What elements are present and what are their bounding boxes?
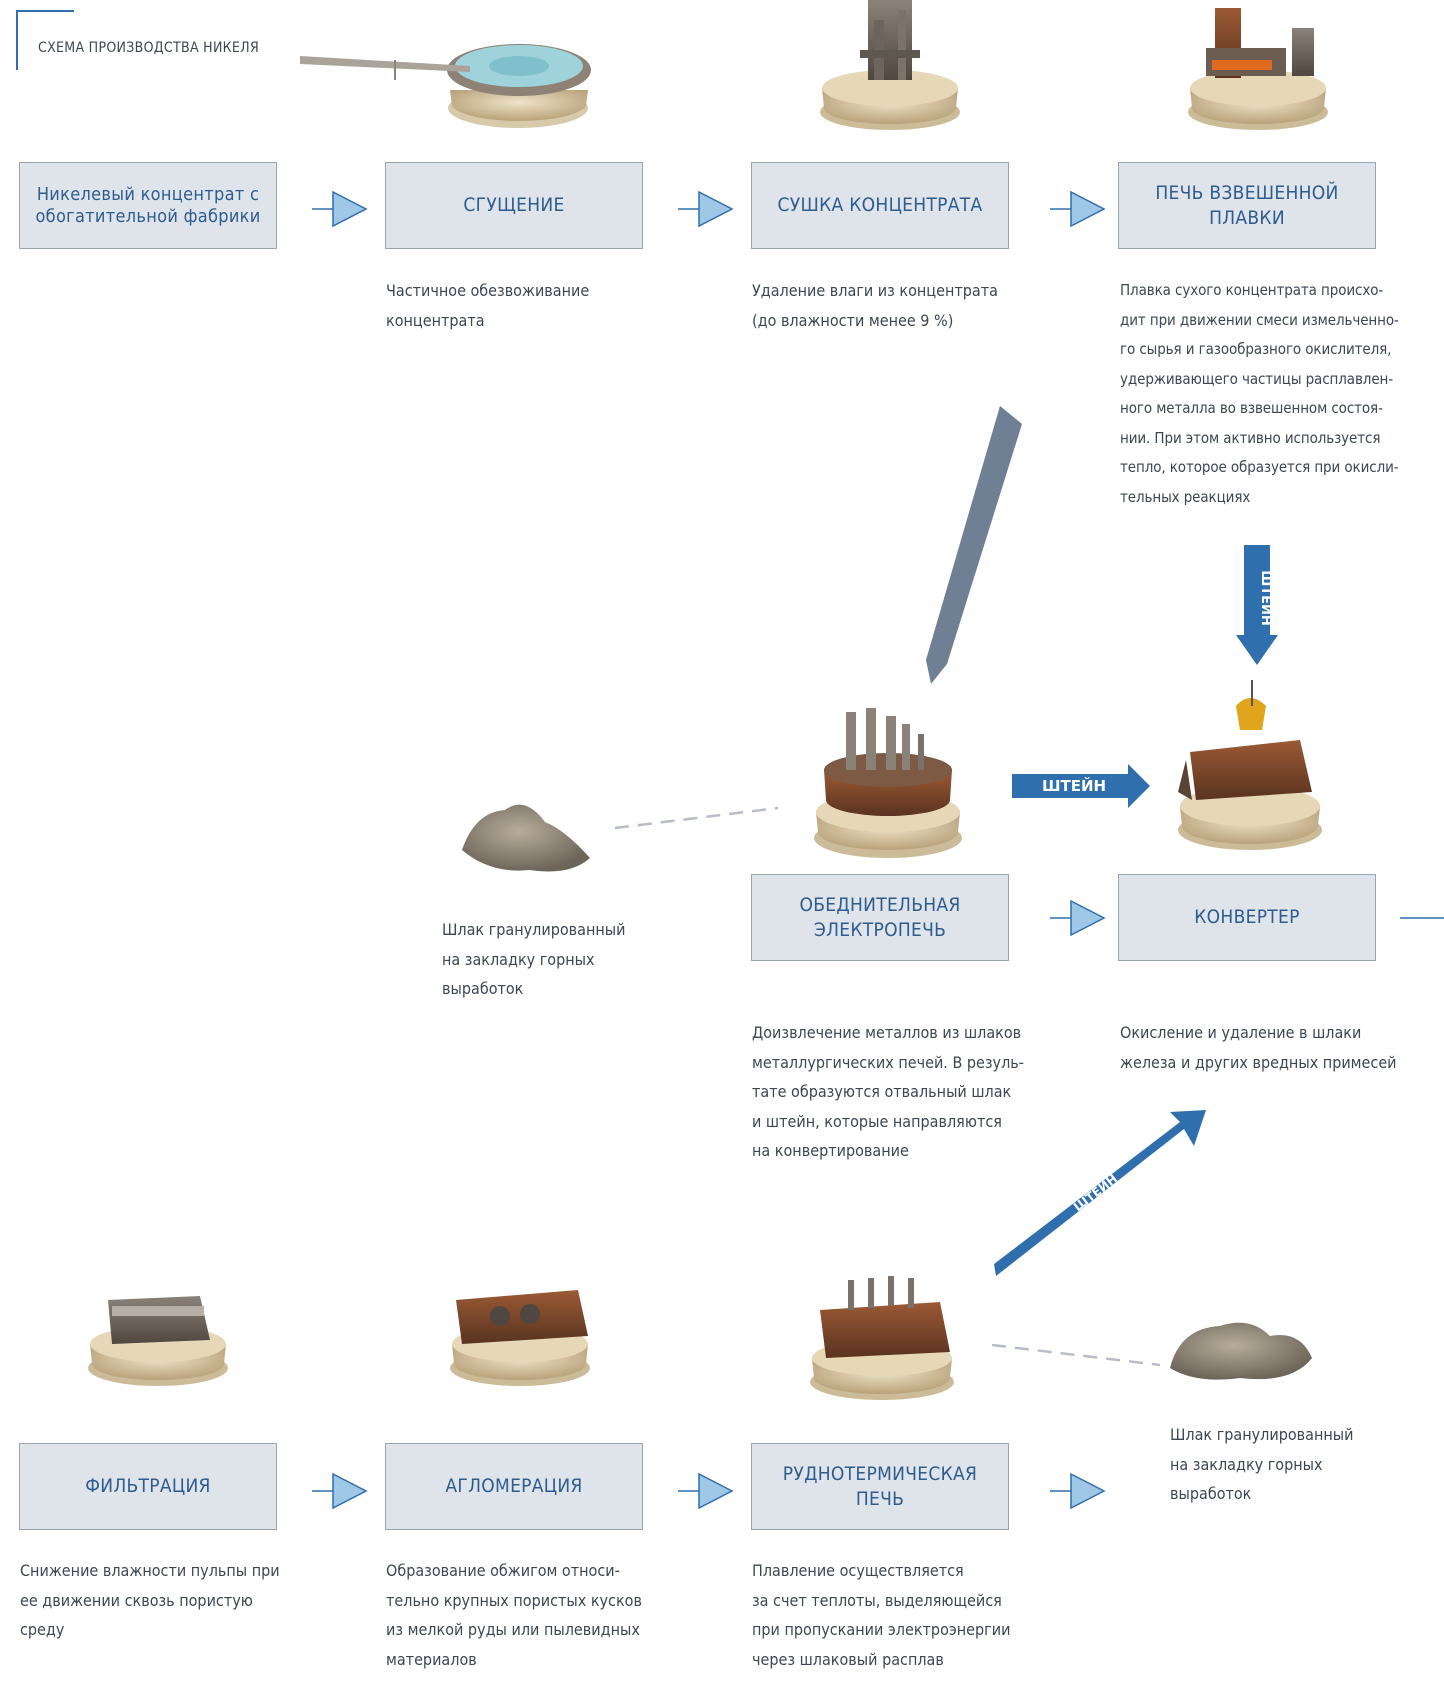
filtration-illustration — [88, 1296, 228, 1386]
page-title: СХЕМА ПРОИЗВОДСТВА НИКЕЛЯ — [38, 40, 259, 56]
title-bracket — [16, 10, 74, 70]
source-box: Никелевый концентрат с обогатительной фа… — [19, 162, 277, 249]
converter-box: КОНВЕРТЕР — [1118, 874, 1376, 961]
arrow-source-to-thickening — [312, 190, 368, 228]
slag-flow-arrow — [926, 406, 1022, 684]
flash-furnace-box: ПЕЧЬ ВЗВЕШЕННОЙ ПЛАВКИ — [1118, 162, 1376, 249]
arrow-thickening-to-drying — [678, 190, 734, 228]
dryer-illustration — [820, 0, 960, 130]
thickening-box: СГУЩЕНИЕ — [385, 162, 643, 249]
thickener-illustration — [300, 44, 591, 128]
depletion-furnace-illustration — [814, 708, 962, 858]
arrow-depletion-to-converter — [1050, 899, 1106, 937]
matte-down-arrow — [1236, 545, 1278, 665]
flash-furnace-description: Плавка сухого концентрата происхо- дит п… — [1120, 281, 1399, 506]
arrow-agglomeration-to-ore-furnace — [678, 1472, 734, 1510]
matte-up-label: ШТЕЙН — [1070, 1171, 1120, 1214]
small-arrows — [312, 190, 1106, 1510]
arrow-filtration-to-agglomeration — [312, 1472, 368, 1510]
matte-right-arrow — [1012, 764, 1150, 808]
drying-description: Удаление влаги из концентрата (до влажно… — [752, 281, 998, 330]
depletion-furnace-description: Доизвлечение металлов из шлаков металлур… — [752, 1023, 1024, 1160]
slag-bottom-description: Шлак гранулированный на закладку горных … — [1170, 1425, 1354, 1503]
arrow-drying-to-flash — [1050, 190, 1106, 228]
arrow-ore-furnace-out — [1050, 1472, 1106, 1510]
flash-furnace-illustration — [1188, 8, 1328, 130]
matte-up-arrow — [994, 1110, 1206, 1276]
agglomeration-box: АГЛОМЕРАЦИЯ — [385, 1443, 643, 1530]
matte-right-label: ШТЕЙН — [1042, 776, 1106, 795]
filtration-box: ФИЛЬТРАЦИЯ — [19, 1443, 277, 1530]
ore-thermal-furnace-description: Плавление осуществляется за счет теплоты… — [752, 1561, 1011, 1669]
dashed-connector-bottom — [991, 1343, 1161, 1367]
dashed-connector-middle — [614, 806, 779, 830]
slag-middle-description: Шлак гранулированный на закладку горных … — [442, 920, 626, 998]
agglomeration-illustration — [450, 1290, 590, 1386]
drying-box: СУШКА КОНЦЕНТРАТА — [751, 162, 1009, 249]
ore-thermal-furnace-illustration — [810, 1276, 954, 1400]
filtration-description: Снижение влажности пульпы при ее движени… — [20, 1561, 280, 1639]
depletion-furnace-box: ОБЕДНИТЕЛЬНАЯ ЭЛЕКТРОПЕЧЬ — [751, 874, 1009, 961]
ore-thermal-furnace-box: РУДНОТЕРМИЧЕСКАЯ ПЕЧЬ — [751, 1443, 1009, 1530]
slag-pile-middle-illustration — [462, 804, 590, 872]
agglomeration-description: Образование обжигом относи- тельно крупн… — [386, 1561, 642, 1669]
slag-flow-label: ШЛАК — [988, 534, 1027, 582]
slag-pile-bottom-illustration — [1170, 1322, 1312, 1380]
converter-description: Окисление и удаление в шлаки железа и др… — [1120, 1023, 1397, 1072]
matte-down-label: ШТЕЙН — [1258, 570, 1274, 626]
converter-illustration — [1178, 680, 1322, 850]
thickening-description: Частичное обезвоживание концентрата — [386, 281, 590, 330]
